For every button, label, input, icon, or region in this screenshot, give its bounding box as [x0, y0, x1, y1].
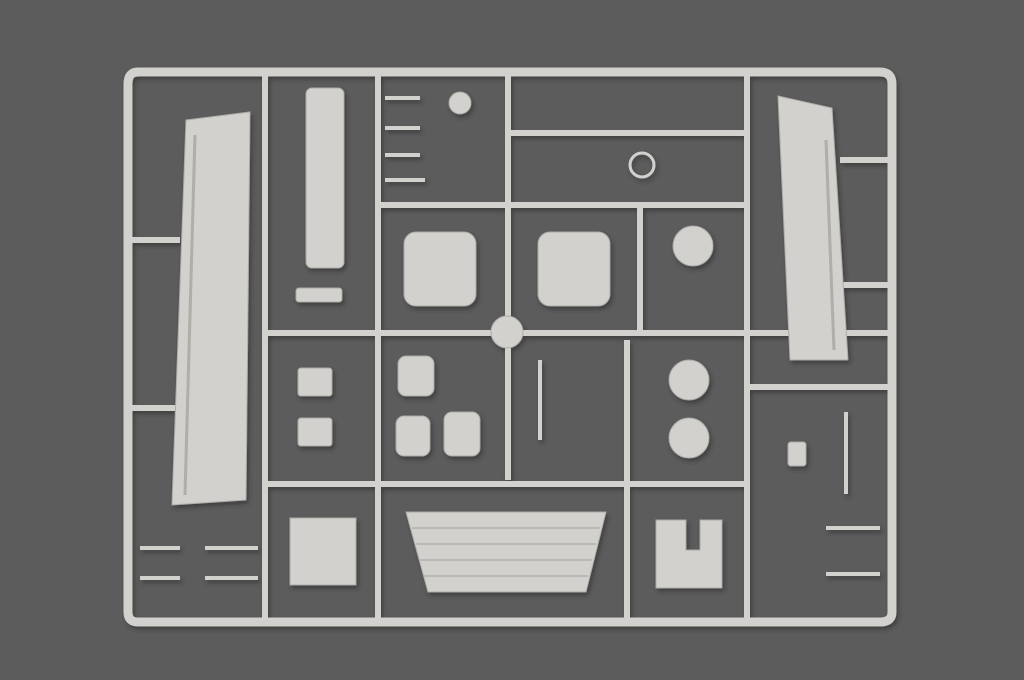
vertical-runners [262, 72, 750, 622]
small-part-1 [397, 355, 435, 397]
bracket-left-bottom [289, 517, 357, 586]
round-lid-1 [672, 225, 714, 267]
round-lid-3 [668, 417, 710, 459]
bracket-right-bottom [655, 519, 723, 589]
horizontal-runners [128, 130, 892, 487]
bracket-right [787, 441, 807, 467]
grille-1 [297, 367, 333, 397]
side-skirt-right-rib [824, 139, 836, 351]
hatch-right [537, 231, 611, 307]
small-part-3 [443, 411, 481, 457]
plate-bottom [405, 511, 607, 593]
round-part-center [490, 315, 524, 349]
round-lid-2 [668, 359, 710, 401]
steering-wheel [628, 151, 656, 179]
small-part-2 [395, 415, 431, 457]
sprue-frame [123, 67, 897, 627]
long-rack-part [305, 87, 345, 269]
plate-ribs [412, 527, 600, 577]
small-part-4 [295, 287, 343, 303]
side-skirt-left-rib [183, 134, 197, 496]
side-skirt-left [171, 111, 251, 506]
small-pins [140, 96, 880, 580]
small-disc [448, 91, 472, 115]
hatch-left [403, 231, 477, 307]
grille-2 [297, 417, 333, 447]
